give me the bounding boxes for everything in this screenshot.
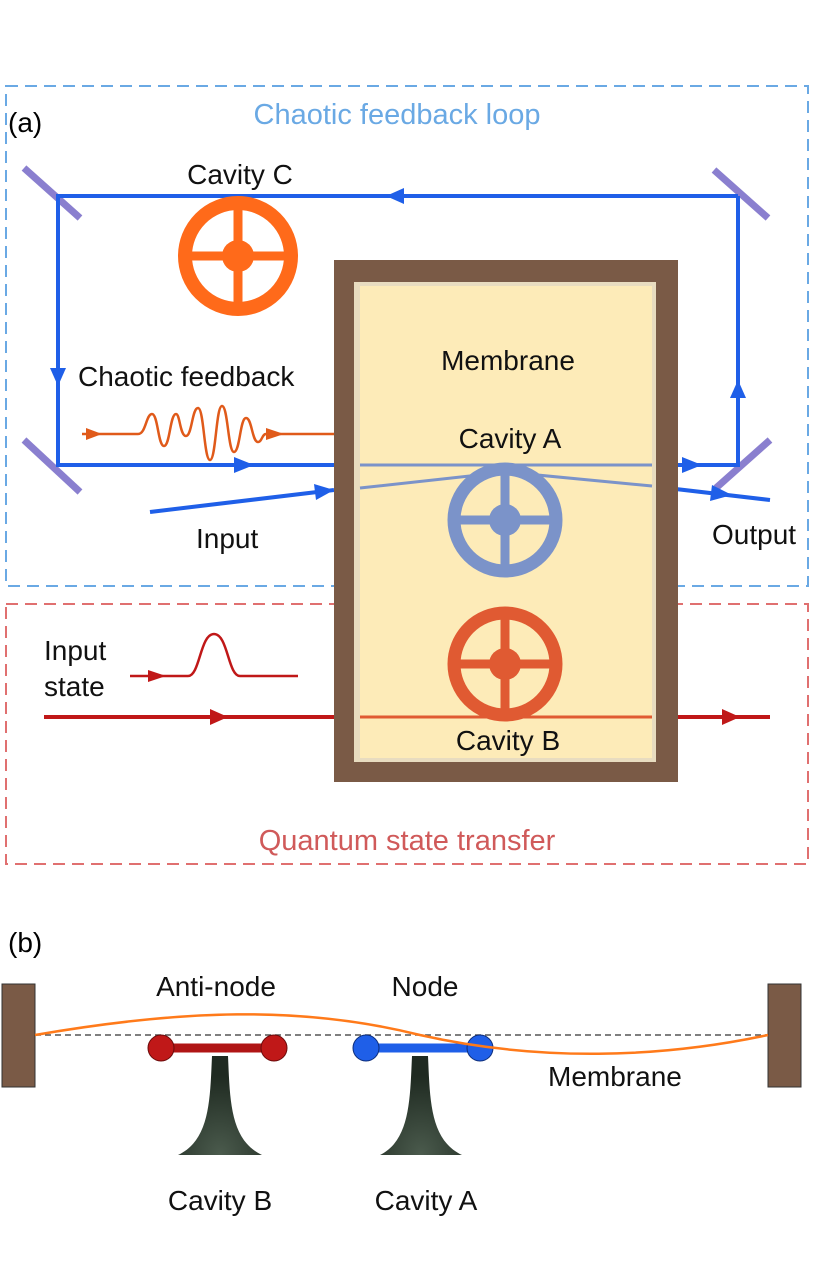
- chaotic-feedback-arrow-2: [266, 428, 284, 440]
- cavity-b-b-label: Cavity B: [168, 1185, 272, 1216]
- output-arrow: [710, 485, 732, 501]
- arrow-top: [386, 188, 404, 204]
- membrane-b-label: Membrane: [548, 1061, 682, 1092]
- feedback-loop-return: [650, 196, 740, 467]
- input-state-arrow: [148, 670, 166, 682]
- cavity-a-b-label: Cavity A: [375, 1185, 478, 1216]
- mirror-bottom-right: [713, 437, 773, 491]
- cavity-b-label: Cavity B: [456, 725, 560, 756]
- cavity-c-wheel: [178, 196, 298, 316]
- dumbbell-b-right: [260, 1034, 288, 1062]
- arrow-bottom: [234, 457, 254, 473]
- input-beam: [149, 488, 335, 514]
- transfer-arrow-right: [722, 709, 740, 725]
- dumbbell-a-left: [352, 1034, 380, 1062]
- panel-a-label: (a): [8, 107, 42, 138]
- mirror-bottom-left: [21, 437, 83, 495]
- node-label: Node: [392, 971, 459, 1002]
- mirror-top-right: [711, 167, 771, 221]
- arrow-left: [50, 368, 66, 386]
- input-arrow: [314, 484, 334, 500]
- horn-support-b: [178, 1056, 262, 1155]
- cavity-a-label: Cavity A: [459, 423, 562, 454]
- mirror-top-left: [21, 165, 83, 221]
- clamp-right: [767, 983, 802, 1088]
- cavity-c-label: Cavity C: [187, 159, 293, 190]
- chaotic-feedback-wave: [137, 404, 267, 462]
- clamp-left: [1, 983, 36, 1088]
- cavity-a-wheel: [447, 462, 563, 578]
- membrane-label: Membrane: [441, 345, 575, 376]
- chaotic-feedback-label: Chaotic feedback: [78, 361, 295, 392]
- output-label: Output: [712, 519, 796, 550]
- arrow-right-bottom: [682, 457, 702, 473]
- membrane-wave: [34, 1013, 769, 1056]
- dumbbell-b-left: [147, 1034, 175, 1062]
- feedback-loop-title: Chaotic feedback loop: [254, 99, 541, 131]
- arrow-right-up: [730, 380, 746, 398]
- input-label: Input: [196, 523, 258, 554]
- antinode-label: Anti-node: [156, 971, 276, 1002]
- transfer-arrow-left: [210, 709, 228, 725]
- panel-a: (a) Chaotic feedback loop Quantum state …: [5, 85, 809, 865]
- chaotic-feedback-arrow-1: [86, 428, 102, 440]
- state-transfer-title: Quantum state transfer: [259, 825, 556, 857]
- horn-support-a: [380, 1056, 462, 1155]
- input-state-label-line1: Input: [44, 635, 106, 666]
- input-state-label-line2: state: [44, 671, 105, 702]
- panel-b-label: (b): [8, 927, 42, 958]
- input-state-pulse: [187, 632, 298, 678]
- cavity-b-wheel: [447, 606, 563, 722]
- panel-b: (b) Anti-node Node Membrane Cavity B Cav…: [1, 927, 802, 1216]
